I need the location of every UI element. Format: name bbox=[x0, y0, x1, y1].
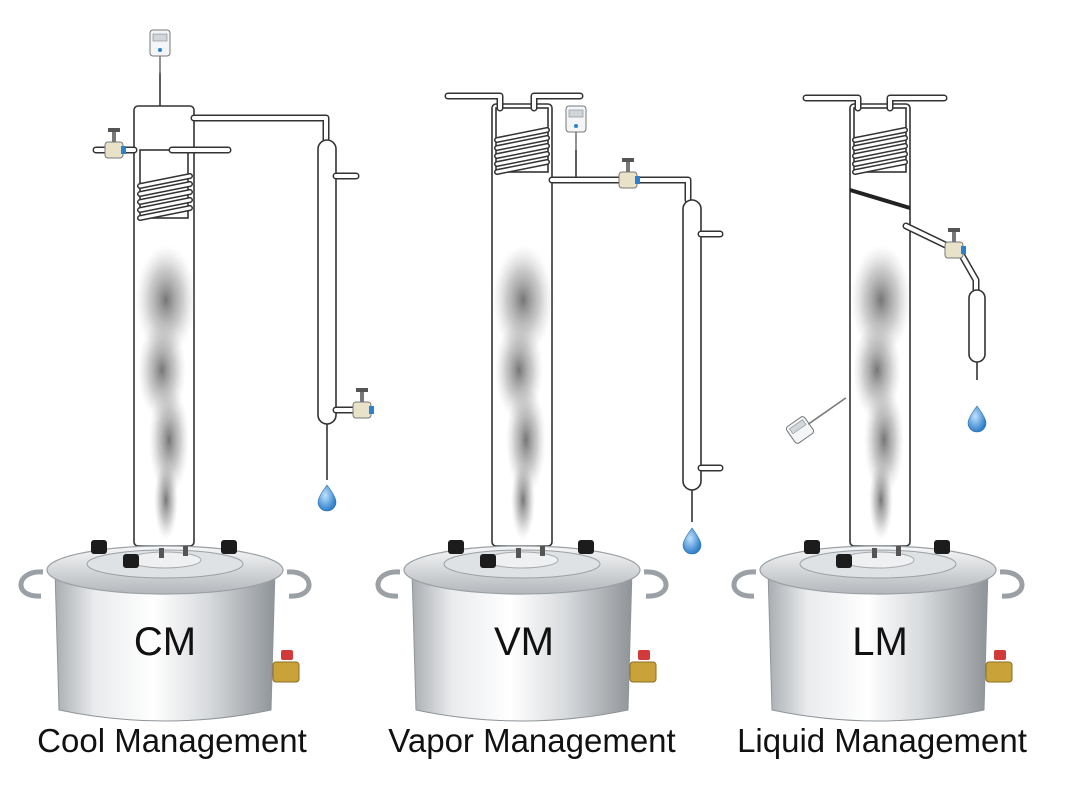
water-drop-icon bbox=[967, 405, 987, 433]
needle-valve-icon bbox=[618, 157, 641, 189]
pot-label: VM bbox=[494, 620, 554, 664]
pot-label: LM bbox=[852, 620, 908, 664]
thermometer-icon bbox=[149, 29, 171, 75]
thermometer-icon bbox=[785, 397, 847, 444]
still-vapor-management: VM Vapor Management bbox=[378, 92, 724, 759]
water-drop-icon bbox=[682, 527, 702, 555]
pot-label: CM bbox=[134, 620, 196, 664]
still-cool-management: CM Cool Management bbox=[21, 29, 375, 759]
still-liquid-management: LM Liquid Management bbox=[734, 94, 1027, 759]
condenser bbox=[682, 199, 702, 491]
product-cooler bbox=[968, 289, 986, 363]
condenser bbox=[317, 139, 337, 425]
caption-label: Vapor Management bbox=[388, 722, 675, 759]
water-drop-icon bbox=[317, 484, 337, 512]
caption-label: Liquid Management bbox=[737, 722, 1027, 759]
needle-valve-icon bbox=[944, 227, 967, 259]
needle-valve-icon bbox=[352, 387, 375, 419]
caption-label: Cool Management bbox=[37, 722, 307, 759]
thermometer-icon bbox=[565, 105, 587, 151]
needle-valve-icon bbox=[104, 127, 127, 159]
